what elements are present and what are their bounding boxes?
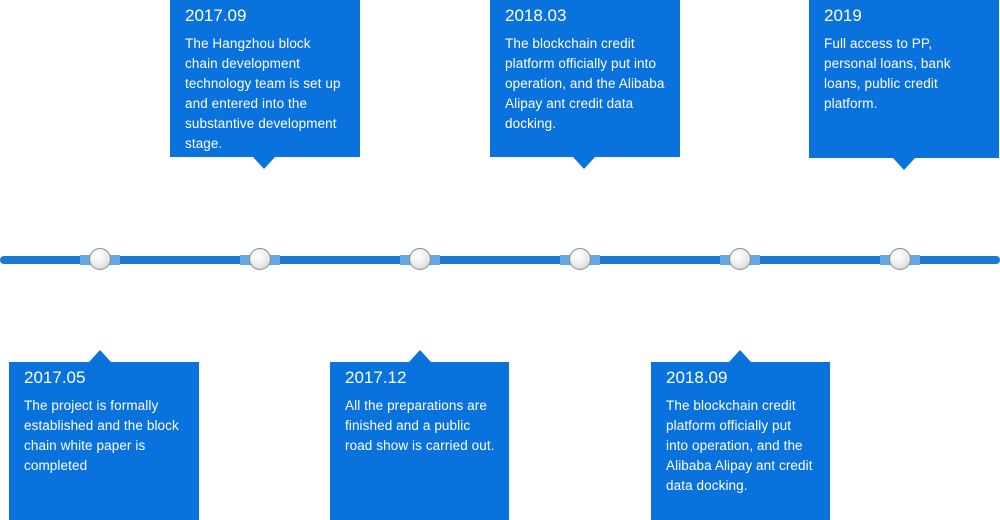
card-pointer: [573, 157, 595, 169]
timeline-line: [0, 256, 1000, 264]
event-date: 2017.09: [185, 6, 247, 25]
timeline-node-1: [89, 248, 111, 270]
event-card-2017-12: 2017.12 All the preparations are finishe…: [330, 362, 509, 520]
card-pointer: [893, 158, 915, 170]
timeline-node-6: [889, 248, 911, 270]
card-pointer: [89, 350, 111, 362]
event-description: The project is formally established and …: [24, 398, 179, 473]
event-card-2018-03: 2018.03 The blockchain credit platform o…: [490, 0, 680, 157]
event-card-2017-05: 2017.05 The project is formally establis…: [9, 362, 199, 520]
timeline-node-4: [569, 248, 591, 270]
event-date: 2018.09: [666, 368, 728, 387]
event-date: 2017.05: [24, 368, 86, 387]
timeline-node-5: [729, 248, 751, 270]
card-pointer: [729, 350, 751, 362]
timeline-node-2: [249, 248, 271, 270]
card-pointer: [253, 157, 275, 169]
timeline-node-3: [409, 248, 431, 270]
event-card-2018-09: 2018.09 The blockchain credit platform o…: [651, 362, 830, 520]
event-description: Full access to PP, personal loans, bank …: [824, 36, 951, 111]
event-description: The Hangzhou block chain development tec…: [185, 36, 341, 151]
event-date: 2019: [824, 6, 862, 25]
event-description: The blockchain credit platform officiall…: [666, 398, 813, 493]
event-description: The blockchain credit platform officiall…: [505, 36, 665, 131]
event-date: 2017.12: [345, 368, 407, 387]
card-pointer: [409, 350, 431, 362]
event-card-2017-09: 2017.09 The Hangzhou block chain develop…: [170, 0, 360, 157]
event-date: 2018.03: [505, 6, 567, 25]
event-description: All the preparations are finished and a …: [345, 398, 495, 453]
event-card-2019: 2019 Full access to PP, personal loans, …: [809, 0, 999, 158]
